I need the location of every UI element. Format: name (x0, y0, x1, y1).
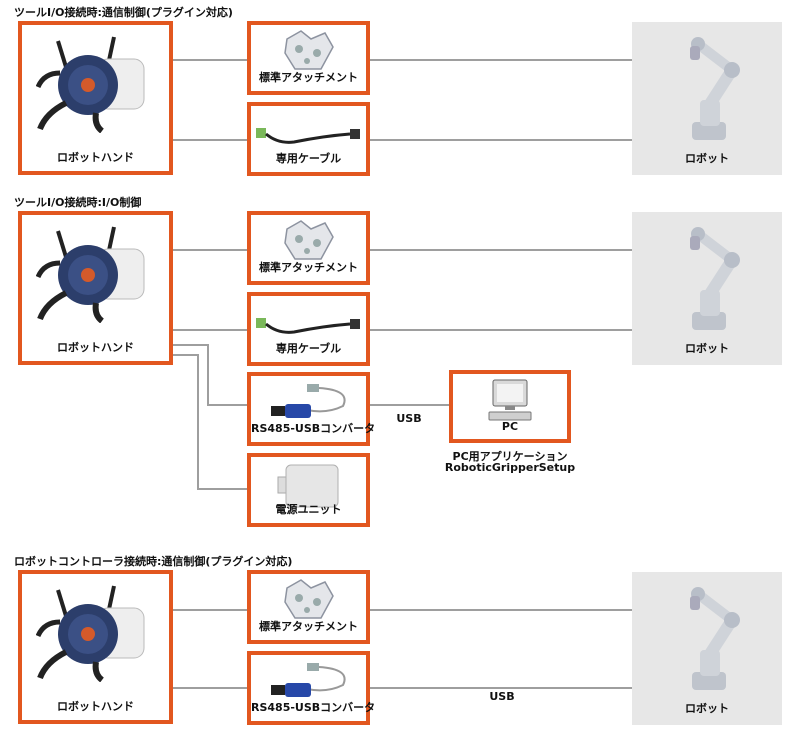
dedicated-cable-box: 専用ケーブル (247, 102, 370, 176)
robot-hand-label: ロボットハンド (57, 151, 134, 164)
usb-line-label: USB (396, 412, 422, 425)
robot-arm-icon (690, 587, 740, 690)
usb-converter-icon (270, 384, 345, 418)
rs485-usb-converter-box: RS485-USBコンバータ (247, 651, 376, 725)
power-unit-box: 電源ユニット (247, 453, 370, 527)
usb-line-label: USB (489, 690, 515, 703)
rs485-usb-converter-box: RS485-USBコンバータ (247, 372, 376, 446)
robot-hand-box: ロボットハンド (18, 570, 173, 724)
robot-label: ロボット (685, 702, 729, 715)
standard-attachment-box: 標準アタッチメント (247, 21, 370, 95)
robot-hand-box: ロボットハンド (18, 21, 173, 175)
robot-box: ロボット (632, 572, 782, 725)
standard-attachment-label: 標準アタッチメント (259, 71, 358, 84)
section-title: ツールI/O接続時:通信制御(プラグイン対応) (14, 6, 233, 19)
robot-arm-icon (690, 37, 740, 140)
attachment-bracket-icon (283, 220, 334, 260)
attachment-bracket-icon (283, 30, 334, 70)
pc-icon (488, 379, 532, 421)
robot-hand-box: ロボットハンド (18, 211, 173, 365)
gripper-hand-icon (35, 585, 144, 682)
robot-hand-label: ロボットハンド (57, 700, 134, 713)
standard-attachment-label: 標準アタッチメント (259, 620, 358, 633)
gripper-hand-icon (35, 226, 144, 323)
dedicated-cable-label: 専用ケーブル (275, 152, 342, 165)
rs485-usb-converter-label: RS485-USBコンバータ (251, 422, 376, 435)
dedicated-cable-box: 専用ケーブル (247, 292, 370, 366)
standard-attachment-box: 標準アタッチメント (247, 570, 370, 644)
pc-app-name: PC用アプリケーション (452, 450, 568, 463)
robot-hand-label: ロボットハンド (57, 341, 134, 354)
attachment-bracket-icon (283, 579, 334, 619)
usb-converter-icon (270, 663, 345, 697)
robot-box: ロボット (632, 212, 782, 365)
pc-label: PC (501, 420, 519, 433)
pc-app-product: RoboticGripperSetup (444, 461, 576, 474)
power-unit-icon (277, 464, 338, 508)
section-title: ロボットコントローラ接続時:通信制御(プラグイン対応) (14, 555, 293, 568)
robot-label: ロボット (685, 152, 729, 165)
standard-attachment-label: 標準アタッチメント (259, 261, 358, 274)
power-unit-label: 電源ユニット (275, 503, 342, 516)
gripper-hand-icon (35, 36, 144, 133)
robot-box: ロボット (632, 22, 782, 175)
section-title: ツールI/O接続時:I/O制御 (14, 196, 142, 209)
cable-icon (255, 318, 360, 334)
pc-box: PC (449, 370, 571, 443)
standard-attachment-box: 標準アタッチメント (247, 211, 370, 285)
dedicated-cable-label: 専用ケーブル (275, 342, 342, 355)
cable-icon (255, 128, 360, 144)
rs485-usb-converter-label: RS485-USBコンバータ (251, 701, 376, 714)
robot-arm-icon (690, 227, 740, 330)
robot-label: ロボット (685, 342, 729, 355)
